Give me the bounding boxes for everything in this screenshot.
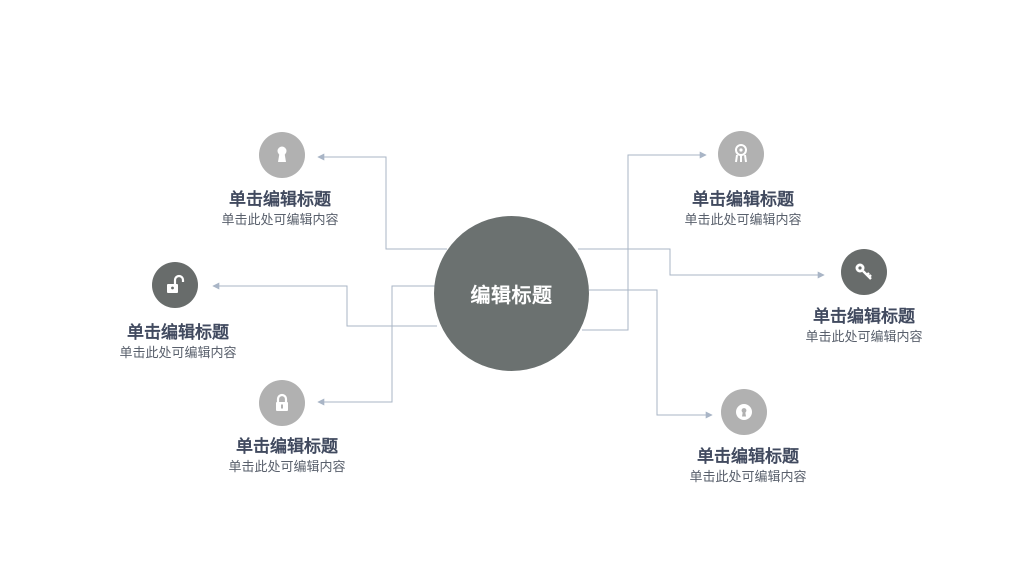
node-title: 单击编辑标题 <box>127 323 229 343</box>
node-title: 单击编辑标题 <box>229 190 331 210</box>
center-hub-circle: 编辑标题 <box>434 216 589 371</box>
node-top-left: 单击编辑标题 单击此处可编辑内容 <box>190 189 370 231</box>
padlock-icon <box>259 380 305 426</box>
node-middle-right: 单击编辑标题 单击此处可编辑内容 <box>774 306 954 348</box>
node-description: 单击此处可编辑内容 <box>684 213 802 228</box>
node-bottom-right: 单击编辑标题 单击此处可编辑内容 <box>658 446 838 488</box>
connector-top-right <box>582 151 707 331</box>
node-title: 单击编辑标题 <box>697 447 799 467</box>
node-description: 单击此处可编辑内容 <box>805 330 923 345</box>
node-top-right: 单击编辑标题 单击此处可编辑内容 <box>653 189 833 231</box>
node-middle-left: 单击编辑标题 单击此处可编辑内容 <box>88 322 268 364</box>
node-title: 单击编辑标题 <box>236 437 338 457</box>
node-description: 单击此处可编辑内容 <box>221 213 339 228</box>
keyhole-icon <box>259 132 305 178</box>
node-bottom-left: 单击编辑标题 单击此处可编辑内容 <box>197 436 377 478</box>
node-description: 单击此处可编辑内容 <box>689 470 807 485</box>
hub-title: 编辑标题 <box>470 283 553 307</box>
node-title: 单击编辑标题 <box>692 190 794 210</box>
connector-mid-left <box>212 282 437 327</box>
connector-top-left <box>317 153 447 250</box>
node-description: 单击此处可编辑内容 <box>228 460 346 475</box>
key-icon <box>841 249 887 295</box>
unlocked-padlock-icon <box>152 262 198 308</box>
key-fob-icon <box>718 131 764 177</box>
keyhole-lock-icon <box>721 389 767 435</box>
node-description: 单击此处可编辑内容 <box>119 346 237 361</box>
node-title: 单击编辑标题 <box>813 307 915 327</box>
connector-mid-right <box>578 248 825 279</box>
connector-bottom-right <box>589 289 713 419</box>
connector-bottom-left <box>317 285 440 406</box>
